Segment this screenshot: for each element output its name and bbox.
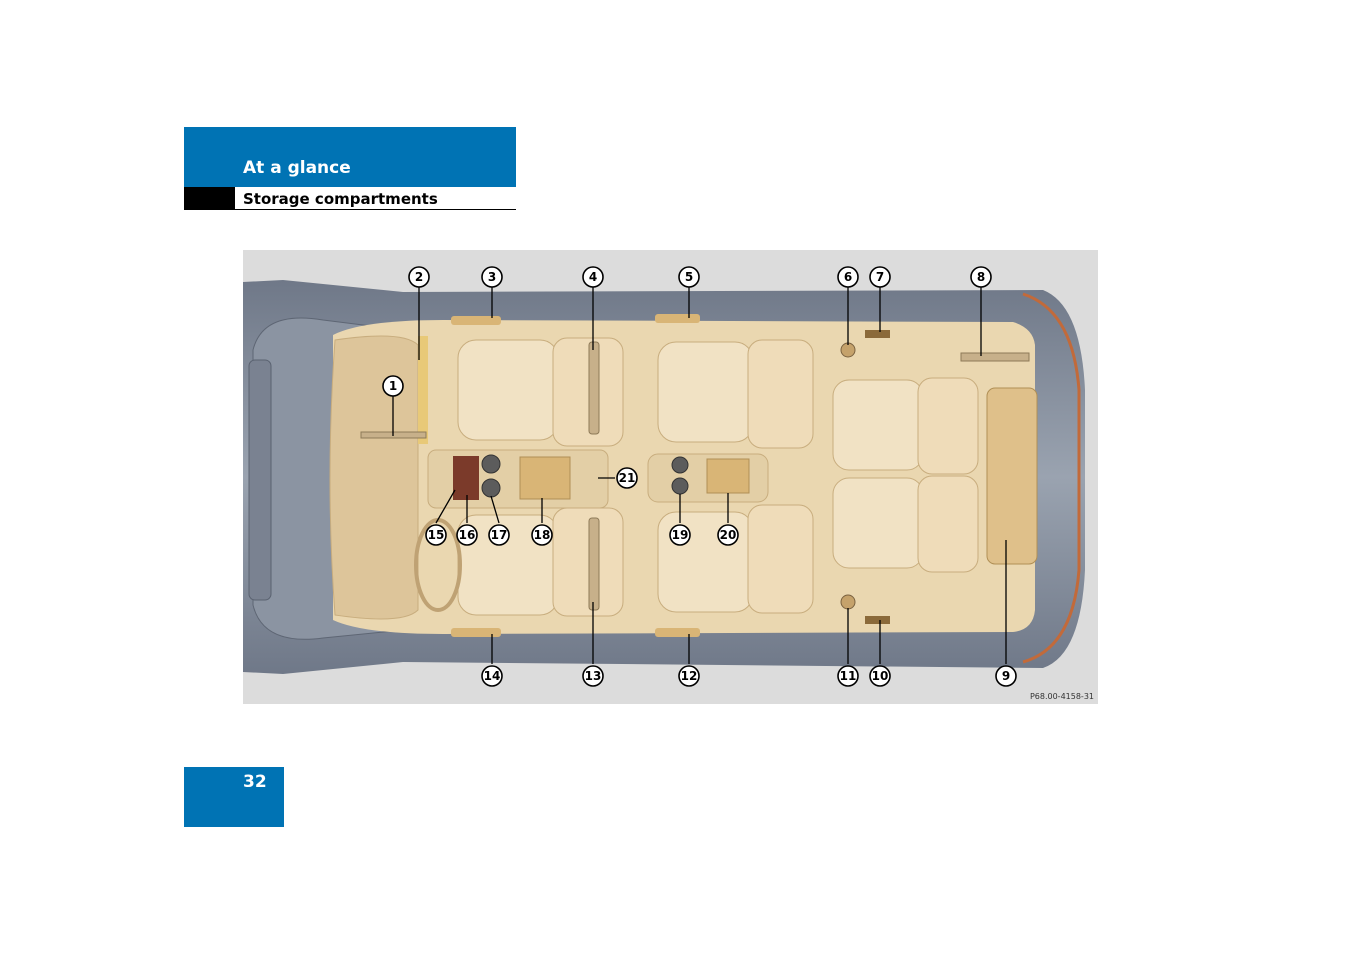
callout-10: 10 [869, 665, 891, 687]
rear-left-backrest [917, 377, 979, 475]
svg-text:11: 11 [840, 669, 857, 683]
svg-text:19: 19 [672, 528, 689, 542]
grille [248, 359, 272, 601]
svg-text:5: 5 [685, 270, 693, 284]
svg-text:4: 4 [589, 270, 597, 284]
cargo-net-strip [960, 352, 1030, 362]
callout-2: 2 [408, 266, 430, 288]
svg-text:7: 7 [876, 270, 884, 284]
callout-18: 18 [531, 524, 553, 546]
rear-accent [1022, 292, 1081, 664]
svg-text:13: 13 [585, 669, 602, 683]
armrest-rear-storage [706, 458, 750, 494]
front-left-seat [457, 339, 559, 441]
front-right-backrest [552, 507, 624, 617]
wood-trim [453, 456, 479, 500]
seatback-net-left [588, 341, 600, 435]
svg-text:18: 18 [534, 528, 551, 542]
svg-text:12: 12 [681, 669, 698, 683]
svg-text:3: 3 [488, 270, 496, 284]
callout-1: 1 [382, 375, 404, 397]
callout-19: 19 [669, 524, 691, 546]
vehicle-illustration: 1 2 3 4 5 6 7 8 9 10 11 12 13 14 15 16 1… [243, 266, 1085, 687]
svg-text:10: 10 [872, 669, 889, 683]
svg-text:2: 2 [415, 270, 423, 284]
cargo-floor-compartment [986, 387, 1038, 565]
rear-left-cupholder [840, 342, 856, 358]
rear-right-seat [832, 477, 924, 569]
page-number: 32 [243, 772, 267, 792]
subsection-title: Storage compartments [243, 190, 438, 208]
section-header-bar [184, 127, 516, 187]
door-pocket-middle-left [655, 314, 700, 323]
rear-right-backrest [917, 475, 979, 573]
svg-text:16: 16 [459, 528, 476, 542]
callout-6: 6 [837, 266, 859, 288]
door-pocket-front-right [451, 628, 501, 637]
seatback-net-right [588, 517, 600, 611]
callout-15: 15 [425, 524, 447, 546]
svg-text:20: 20 [720, 528, 737, 542]
svg-text:15: 15 [428, 528, 445, 542]
callout-4: 4 [582, 266, 604, 288]
middle-left-seat [657, 341, 754, 443]
armrest-front-storage [519, 456, 571, 500]
cupholder-front-2 [481, 478, 501, 498]
callout-17: 17 [488, 524, 510, 546]
callout-20: 20 [717, 524, 739, 546]
door-pocket-middle-right [655, 628, 700, 637]
callout-16: 16 [456, 524, 478, 546]
callout-13: 13 [582, 665, 604, 687]
leader-lines [392, 287, 1007, 664]
svg-text:1: 1 [389, 379, 397, 393]
cupholder-rear-1 [671, 456, 689, 474]
callout-11: 11 [837, 665, 859, 687]
callout-21: 21 [616, 467, 638, 489]
dashboard [329, 335, 419, 620]
cupholder-rear-2 [671, 477, 689, 495]
rear-left-compartment [865, 330, 890, 338]
section-title: At a glance [243, 158, 351, 178]
callout-9: 9 [995, 665, 1017, 687]
svg-text:14: 14 [484, 669, 501, 683]
callout-7: 7 [869, 266, 891, 288]
rear-right-cupholder [840, 594, 856, 610]
callout-3: 3 [481, 266, 503, 288]
door-pocket-front-left [451, 316, 501, 325]
middle-right-backrest [747, 504, 814, 614]
callout-12: 12 [678, 665, 700, 687]
figure-code: P68.00-4158-31 [1029, 692, 1094, 701]
callout-8: 8 [970, 266, 992, 288]
front-left-backrest [552, 337, 624, 447]
callout-5: 5 [678, 266, 700, 288]
middle-right-seat [657, 511, 754, 613]
svg-text:6: 6 [844, 270, 852, 284]
rear-right-compartment [865, 616, 890, 624]
svg-text:8: 8 [977, 270, 985, 284]
vehicle-storage-figure: 1 2 3 4 5 6 7 8 9 10 11 12 13 14 15 16 1… [243, 250, 1098, 704]
callout-14: 14 [481, 665, 503, 687]
rear-left-seat [832, 379, 924, 471]
svg-text:21: 21 [619, 471, 636, 485]
page-number-box [184, 767, 284, 827]
subsection-rule [235, 209, 516, 210]
svg-text:9: 9 [1002, 669, 1010, 683]
cupholder-front-1 [481, 454, 501, 474]
subsection-marker [184, 187, 235, 210]
middle-left-backrest [747, 339, 814, 449]
windshield-strip [418, 336, 428, 444]
svg-text:17: 17 [491, 528, 508, 542]
